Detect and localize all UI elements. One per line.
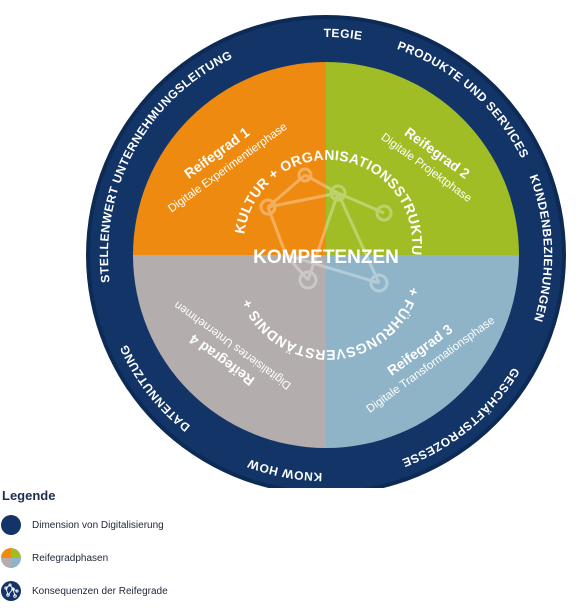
quadrant-circle-icon bbox=[1, 548, 21, 568]
legend-item-phases: Reifegradphasen bbox=[0, 548, 300, 568]
legend-title: Legende bbox=[2, 488, 56, 503]
maturity-diagram: STRATEGIEPRODUKTE UND SERVICESKUNDENBEZI… bbox=[86, 15, 566, 488]
quadrant-2 bbox=[326, 62, 519, 255]
network-graphic bbox=[259, 167, 393, 293]
legend-item-dimension: Dimension von Digitalisierung bbox=[0, 515, 300, 535]
legend-label-consequences: Konsequenzen der Reifegrade bbox=[32, 585, 168, 597]
center-label: KOMPETENZEN bbox=[253, 247, 399, 268]
quadrant-1 bbox=[133, 62, 326, 255]
quadrant-4 bbox=[133, 255, 326, 448]
dark-circle-icon bbox=[1, 515, 21, 535]
legend-label-phases: Reifegradphasen bbox=[32, 552, 109, 564]
legend-label-dimension: Dimension von Digitalisierung bbox=[32, 519, 164, 531]
legend-item-consequences: Konsequenzen der Reifegrade bbox=[0, 581, 300, 601]
quadrant-3 bbox=[326, 255, 519, 448]
legend: Legende Dimension von Digitalisierung Re… bbox=[0, 488, 300, 614]
network-circle-icon bbox=[1, 581, 21, 601]
